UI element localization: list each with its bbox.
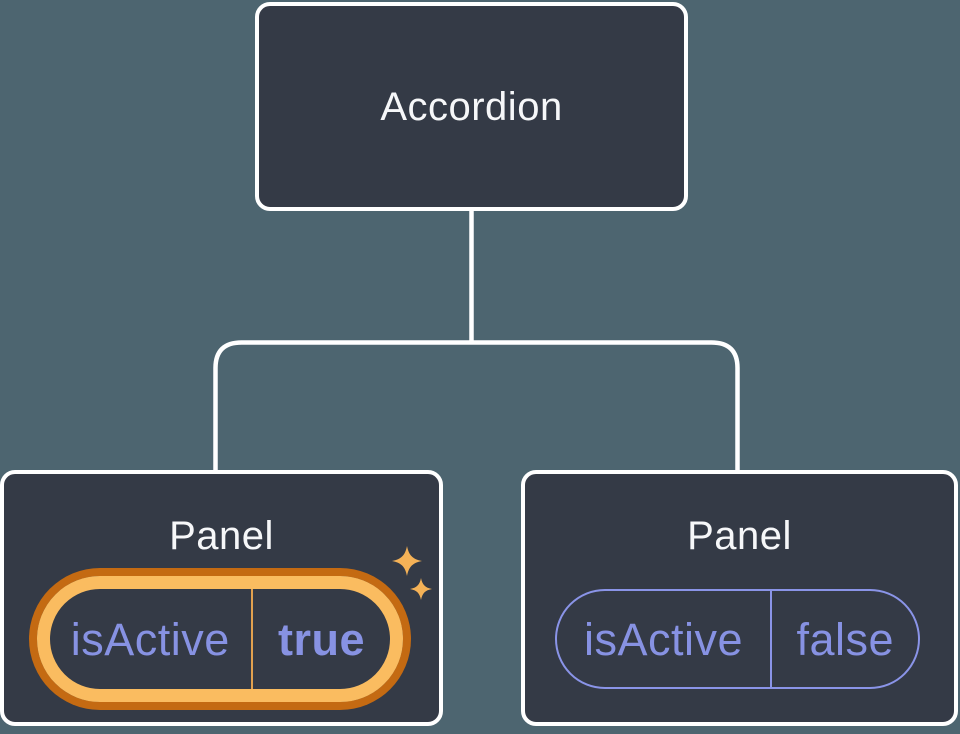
panel-node-active: Panel isActive true xyxy=(0,470,443,726)
panel-node-inactive: Panel isActive false xyxy=(521,470,958,726)
state-pill-inactive: isActive false xyxy=(555,589,920,689)
pill-divider xyxy=(250,589,254,689)
state-pill-active: isActive true xyxy=(37,576,403,702)
sparkles-icon xyxy=(392,546,432,600)
panel-title: Panel xyxy=(687,514,792,558)
accordion-label: Accordion xyxy=(380,84,563,129)
panel-title: Panel xyxy=(169,514,274,558)
state-key: isActive xyxy=(583,613,744,665)
state-value: false xyxy=(796,613,895,665)
accordion-node: Accordion xyxy=(255,2,688,211)
state-value: true xyxy=(278,613,366,665)
state-key: isActive xyxy=(70,613,230,665)
pill-divider xyxy=(769,591,773,687)
